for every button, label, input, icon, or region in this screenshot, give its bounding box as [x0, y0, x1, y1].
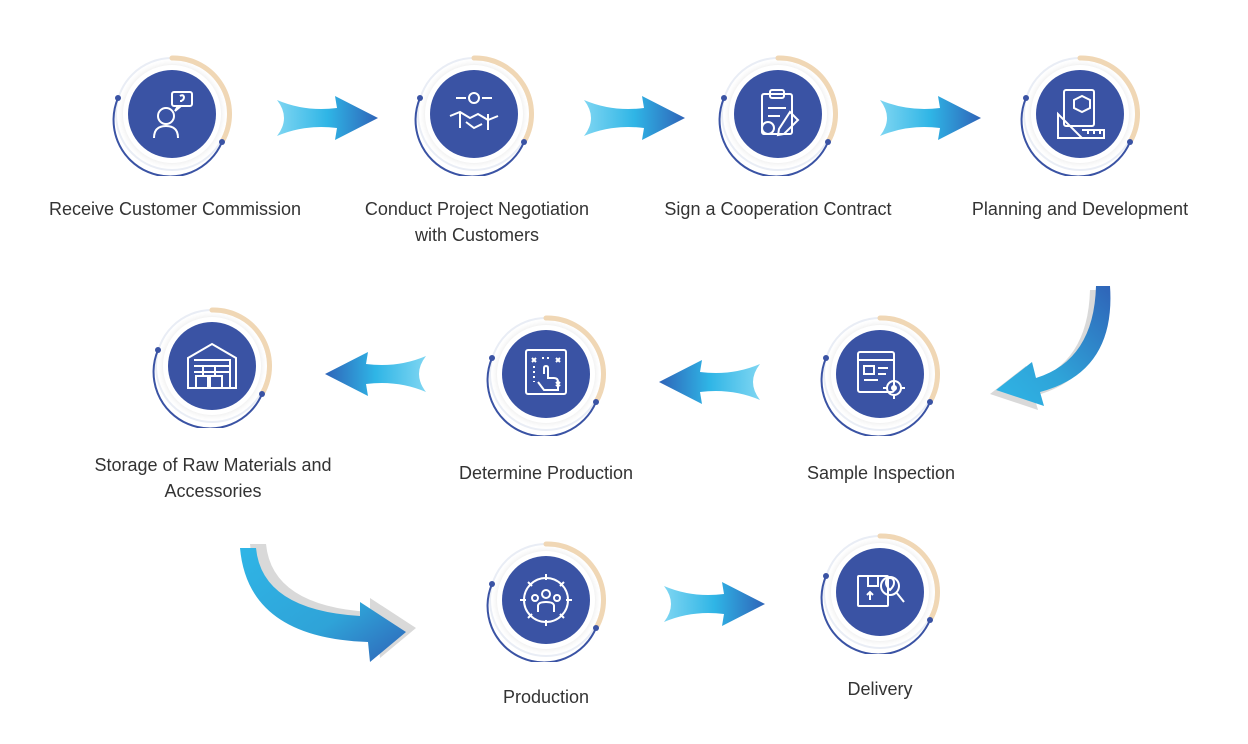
- step-node: [818, 312, 942, 436]
- warehouse-icon: [168, 322, 256, 410]
- strategy-board-icon: [502, 330, 590, 418]
- step-node: [150, 304, 274, 428]
- progress-ring: [486, 541, 607, 662]
- package-search-icon: [836, 548, 924, 636]
- progress-ring: [1020, 55, 1141, 176]
- arrow-right-icon: [664, 582, 765, 626]
- step-label: Sign a Cooperation Contract: [664, 199, 892, 219]
- arrow-left-icon: [659, 360, 760, 404]
- inspection-gear-icon: [836, 330, 924, 418]
- step-node: [818, 530, 942, 654]
- step-node: [716, 52, 840, 176]
- progress-ring: [414, 55, 535, 176]
- step-label: Sample Inspection: [806, 463, 956, 483]
- progress-ring: [820, 315, 941, 436]
- arrow-right-icon: [584, 96, 685, 140]
- arrow-right-icon: [277, 96, 378, 140]
- contract-clipboard-icon: [734, 70, 822, 158]
- step-node: [484, 538, 608, 662]
- step-node: [110, 52, 234, 176]
- design-planning-icon: [1036, 70, 1124, 158]
- step-label: Determine Production: [458, 463, 634, 483]
- step-node: [1018, 52, 1142, 176]
- progress-ring: [112, 55, 233, 176]
- step-label-line2: Accessories: [164, 481, 262, 501]
- step-label: Storage of Raw Materials and: [94, 455, 332, 475]
- progress-ring: [486, 315, 607, 436]
- customer-question-icon: [128, 70, 216, 158]
- progress-ring: [718, 55, 839, 176]
- progress-ring: [820, 533, 941, 654]
- step-label: Production: [502, 687, 590, 707]
- progress-ring: [152, 307, 273, 428]
- arrow-left-icon: [325, 352, 426, 396]
- step-label: Delivery: [847, 679, 913, 699]
- arrow-curve-down-icon: [990, 286, 1111, 410]
- step-node: [412, 52, 536, 176]
- step-label: Receive Customer Commission: [48, 199, 302, 219]
- arrow-right-icon: [880, 96, 981, 140]
- handshake-icon: [430, 70, 518, 158]
- step-label: Planning and Development: [971, 199, 1189, 219]
- arrow-curve-down-right-icon: [240, 544, 416, 662]
- team-gear-icon: [502, 556, 590, 644]
- step-label-line2: with Customers: [414, 225, 540, 245]
- step-node: [484, 312, 608, 436]
- step-label: Conduct Project Negotiation: [364, 199, 590, 219]
